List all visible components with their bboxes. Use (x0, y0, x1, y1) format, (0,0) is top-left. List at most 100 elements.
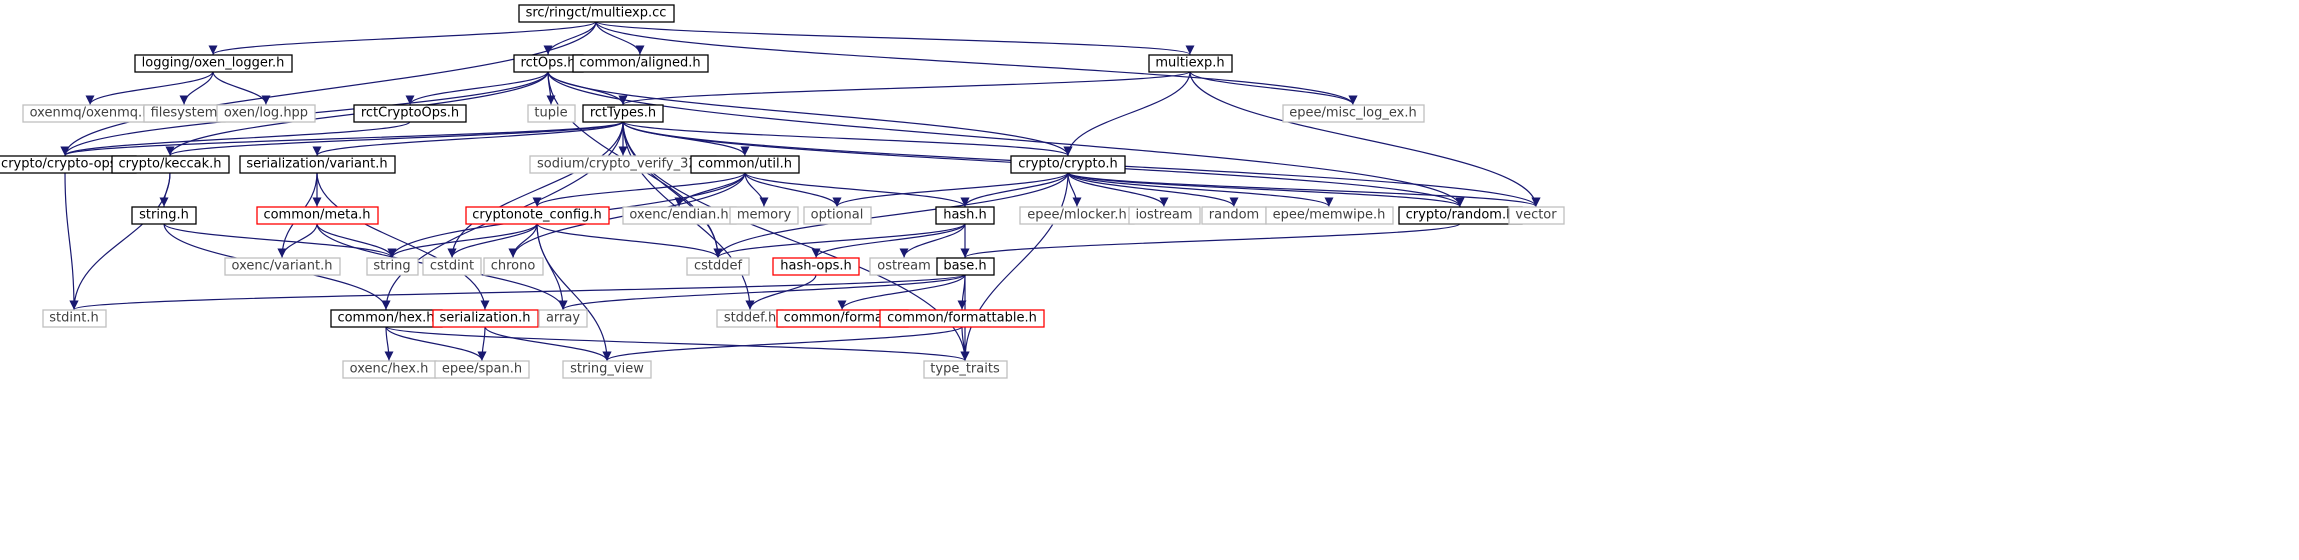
node-box (935, 206, 995, 225)
edge-root-to-aligned (595, 21, 645, 55)
node-label: oxenc/hex.h (350, 362, 429, 377)
node-baseh[interactable]: base.h (936, 257, 995, 276)
node-label: serialization/variant.h (246, 157, 387, 172)
node-stddef: stddef.h (716, 309, 784, 328)
edge-serh-to-stringview (484, 326, 612, 361)
node-label: epee/span.h (442, 362, 522, 377)
node-label: tuple (534, 106, 567, 121)
node-label: rctTypes.h (590, 106, 656, 121)
edge-root-to-multiexp (595, 20, 1195, 56)
node-label: epee/memwipe.h (1273, 208, 1386, 223)
edge-multiexp-to-rcttypes (618, 70, 1191, 106)
node-hashh[interactable]: hash.h (935, 206, 995, 225)
edge-hexh-to-span (385, 326, 487, 361)
edge-rctops-to-crypto (547, 71, 1073, 156)
node-box (1010, 155, 1126, 174)
node-cstddef: cstddef (686, 257, 750, 276)
node-rctcryptoops[interactable]: rctCryptoOps.h (353, 104, 467, 123)
node-random[interactable]: crypto/random.h (1398, 206, 1523, 225)
node-box (353, 104, 467, 123)
edge-cnconfig-to-cstddef (536, 222, 723, 259)
node-label: sodium/crypto_verify_32.h (537, 157, 709, 172)
node-keccak[interactable]: crypto/keccak.h (111, 155, 230, 174)
node-box (1282, 104, 1425, 123)
node-box (562, 360, 652, 379)
node-span: epee/span.h (434, 360, 530, 379)
node-multiexp[interactable]: multiexp.h (1148, 54, 1233, 73)
edge-baseh-to-stdint (70, 273, 966, 311)
edge-baseh-to-array (558, 273, 966, 311)
node-label: vector (1515, 208, 1557, 223)
node-label: base.h (943, 259, 986, 274)
edge-baseh-to-format (837, 274, 966, 310)
edge-root-to-misclog (595, 21, 1358, 105)
node-label: array (546, 311, 580, 326)
edge-rctcryptoops-to-cryptoops (60, 120, 411, 157)
node-typetraits: type_traits (923, 360, 1008, 379)
nodes-layer: src/ringct/multiexp.cclogging/oxen_logge… (0, 4, 1565, 379)
edge-cnconfig-to-chrono (508, 223, 538, 258)
node-memwipe: epee/memwipe.h (1265, 206, 1394, 225)
node-cnconfig[interactable]: cryptonote_config.h (465, 206, 610, 225)
node-filesystem: filesystem (143, 104, 226, 123)
node-stringview: string_view (562, 360, 652, 379)
node-label: type_traits (930, 362, 1000, 377)
edge-rctops-to-random (547, 71, 1465, 207)
node-box (936, 257, 995, 276)
node-crypto[interactable]: crypto/crypto.h (1010, 155, 1126, 174)
node-oxhex: oxenc/hex.h (342, 360, 437, 379)
node-box (432, 309, 539, 328)
node-logger[interactable]: logging/oxen_logger.h (134, 54, 293, 73)
node-rcttypes[interactable]: rctTypes.h (582, 104, 664, 123)
node-label: rctCryptoOps.h (361, 106, 459, 121)
edge-crypto-to-cstddef (713, 172, 1069, 258)
node-iostream: iostream (1128, 206, 1201, 225)
node-label: oxenmq/oxenmq.h (30, 106, 151, 121)
node-box (239, 155, 396, 174)
node-box (422, 257, 482, 276)
edge-multiexp-to-crypto (1063, 71, 1191, 156)
edge-logger-to-oxenmq (85, 71, 214, 105)
node-box (803, 206, 872, 225)
node-util[interactable]: common/util.h (690, 155, 800, 174)
edge-stringh-to-string (163, 222, 397, 259)
node-serh[interactable]: serialization.h (432, 309, 539, 328)
node-label: string.h (139, 208, 189, 223)
node-chrono: chrono (483, 257, 544, 276)
node-label: string_view (570, 362, 644, 377)
edge-crypto-to-optional (832, 171, 1069, 208)
node-box (111, 155, 230, 174)
edge-crypto-to-randomstd (1067, 172, 1239, 207)
node-ostream: ostream (869, 257, 939, 276)
node-oxvariant: oxenc/variant.h (224, 257, 341, 276)
node-meta[interactable]: common/meta.h (256, 206, 379, 225)
node-box (729, 206, 799, 225)
node-box (1508, 206, 1565, 225)
node-label: cstddef (694, 259, 743, 274)
node-stringh[interactable]: string.h (131, 206, 197, 225)
node-label: epee/misc_log_ex.h (1289, 106, 1416, 121)
node-hashops[interactable]: hash-ops.h (772, 257, 860, 276)
node-label: common/util.h (698, 157, 792, 172)
edge-logger-to-filesystem (179, 71, 214, 105)
node-hexh[interactable]: common/hex.h (330, 309, 443, 328)
node-box (923, 360, 1008, 379)
node-format[interactable]: common/format.h (776, 309, 909, 328)
node-rctops[interactable]: rctOps.h (513, 54, 584, 73)
node-box (216, 104, 316, 123)
node-label: common/format.h (784, 311, 901, 326)
node-aligned[interactable]: common/aligned.h (572, 54, 709, 73)
node-label: cstdint (430, 259, 474, 274)
node-box (1128, 206, 1201, 225)
node-array: array (538, 309, 588, 328)
node-label: logging/oxen_logger.h (142, 56, 285, 71)
node-servariant[interactable]: serialization/variant.h (239, 155, 396, 174)
node-label: serialization.h (440, 311, 531, 326)
node-formattable[interactable]: common/formattable.h (879, 309, 1045, 328)
node-cryptoops[interactable]: crypto/crypto-ops.h (0, 155, 137, 174)
edge-cnconfig-to-cstdint (447, 223, 538, 258)
edge-keccak-to-stdint (69, 172, 171, 310)
node-string: string (366, 257, 419, 276)
node-label: crypto/random.h (1406, 208, 1515, 223)
edge-crypto-to-typetraits (960, 172, 1069, 361)
